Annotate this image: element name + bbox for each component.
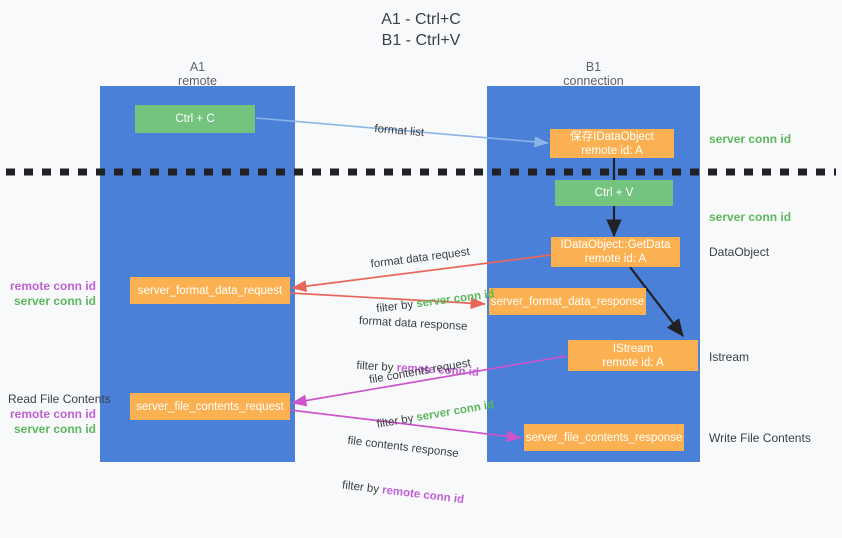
box-server-file-contents-request[interactable]: server_file_contents_request bbox=[130, 393, 290, 420]
box-ctrl-c[interactable]: Ctrl + C bbox=[135, 105, 255, 133]
right-label-server-conn-id-1: server conn id bbox=[709, 132, 792, 146]
diagram-canvas: A1 - Ctrl+C B1 - Ctrl+V A1 remote B1 con… bbox=[6, 11, 836, 506]
box-server-file-contents-response[interactable]: server_file_contents_response bbox=[524, 424, 684, 451]
box-server-format-data-request[interactable]: server_format_data_request bbox=[130, 277, 290, 304]
left-label-read-file-contents: Read File Contents bbox=[8, 392, 111, 406]
annotation-filter-by-prefix-4: filter by bbox=[341, 479, 383, 497]
right-label-write-file-contents: Write File Contents bbox=[709, 431, 811, 445]
right-label-server-conn-id-2: server conn id bbox=[709, 210, 792, 224]
column-header-a1: A1 remote bbox=[178, 60, 217, 88]
annotation-file-contents-response: file contents response filter by remote … bbox=[338, 404, 474, 538]
right-label-istream: Istream bbox=[709, 350, 750, 364]
column-header-b1: B1 connection bbox=[563, 60, 624, 88]
annotation-filter-key-remote-conn-id-2: remote conn id bbox=[381, 484, 465, 507]
annotation-format-data-request-line1: format data request bbox=[369, 246, 471, 271]
right-label-dataobject: DataObject bbox=[709, 245, 770, 259]
left-label-remote-conn-id-2: remote conn id bbox=[9, 407, 96, 421]
left-label-group-file: Read File Contents remote conn id server… bbox=[8, 392, 111, 437]
annotation-file-contents-response-line1: file contents response bbox=[346, 434, 460, 461]
box-idataobject-getdata[interactable]: IDataObject::GetData remote id: A bbox=[551, 237, 680, 267]
annotation-format-list: format list bbox=[373, 122, 425, 140]
page-title: A1 - Ctrl+C B1 - Ctrl+V bbox=[381, 11, 461, 49]
box-istream[interactable]: IStream remote id: A bbox=[568, 340, 698, 371]
box-ctrl-v[interactable]: Ctrl + V bbox=[555, 180, 673, 206]
box-server-format-data-response[interactable]: server_format_data_response bbox=[489, 288, 646, 315]
box-save-idataobject[interactable]: 保存IDataObject remote id: A bbox=[550, 129, 674, 158]
left-label-remote-conn-id-1: remote conn id bbox=[9, 279, 96, 293]
annotation-file-contents-request-line1: file contents request bbox=[368, 357, 472, 387]
annotation-file-contents-response-line2: filter by remote conn id bbox=[341, 478, 465, 508]
left-label-server-conn-id-2: server conn id bbox=[13, 422, 96, 436]
left-label-group-format: remote conn id server conn id bbox=[8, 279, 96, 309]
left-label-server-conn-id-1: server conn id bbox=[13, 294, 96, 308]
